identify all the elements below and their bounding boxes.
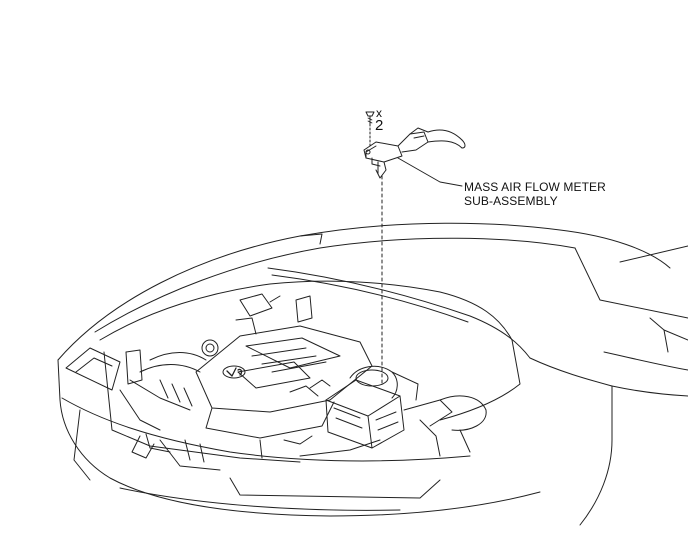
screw-icon [365, 111, 375, 125]
engine-cover [195, 325, 373, 413]
vehicle-front-illustration [57, 222, 688, 526]
fastener-quantity: 2 [375, 117, 384, 134]
hood-outline [57, 222, 671, 361]
headlamp-left [65, 347, 121, 391]
right-fender [529, 357, 613, 526]
callout-label-line2: SUB-ASSEMBLY [464, 194, 558, 208]
fastener-multiplier: x [376, 106, 383, 120]
v6-badge [222, 365, 246, 379]
front-bumper [57, 359, 541, 517]
engine-bay-edge [99, 280, 521, 421]
engine-v6 [119, 293, 487, 471]
callout-leader-line [397, 157, 463, 187]
callout-label-line1: MASS AIR FLOW METER [464, 180, 606, 194]
a-pillar [574, 247, 688, 319]
mass-air-flow-meter-sub-assembly [363, 127, 466, 179]
